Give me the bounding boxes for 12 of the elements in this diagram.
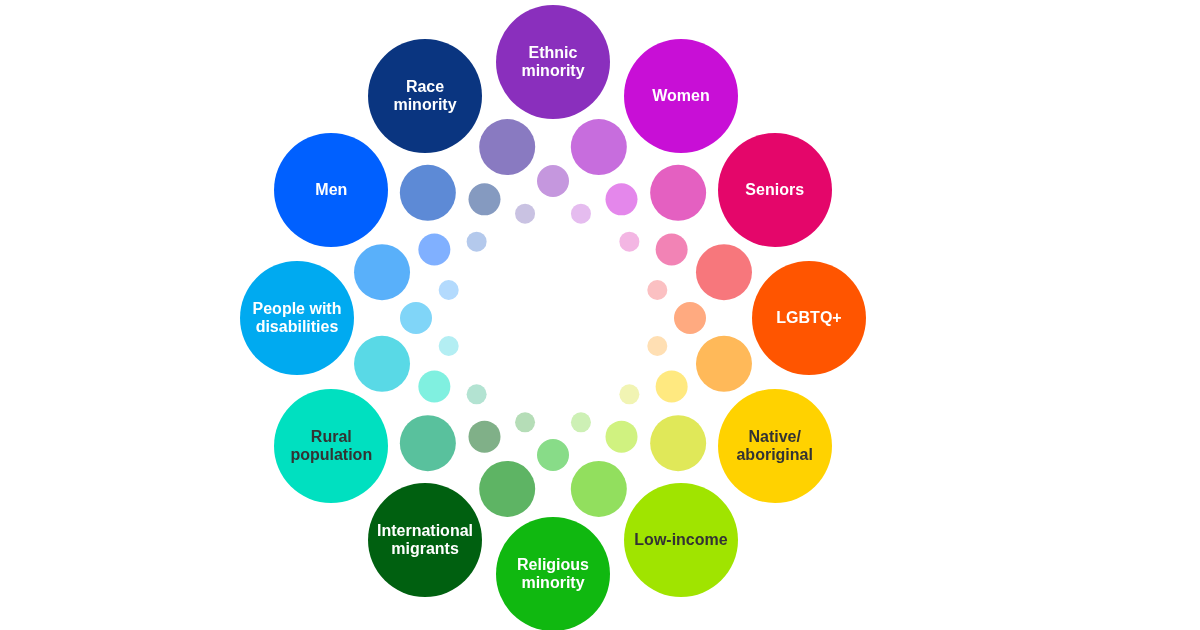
category-label: Rural population	[289, 428, 374, 464]
category-label: Ethnic minority	[520, 44, 586, 80]
category-label: Native/ aboriginal	[735, 428, 814, 464]
category-label: LGBTQ+	[776, 309, 842, 327]
category-label: Religious minority	[516, 556, 590, 592]
category-label: International migrants	[377, 521, 473, 558]
category-label: Low-income	[634, 530, 728, 549]
category-label: People with disabilities	[251, 300, 343, 336]
category-label: Seniors	[745, 181, 805, 199]
category-label: Men	[315, 181, 348, 199]
category-label: Race minority	[392, 78, 458, 115]
category-label: Women	[652, 87, 710, 106]
